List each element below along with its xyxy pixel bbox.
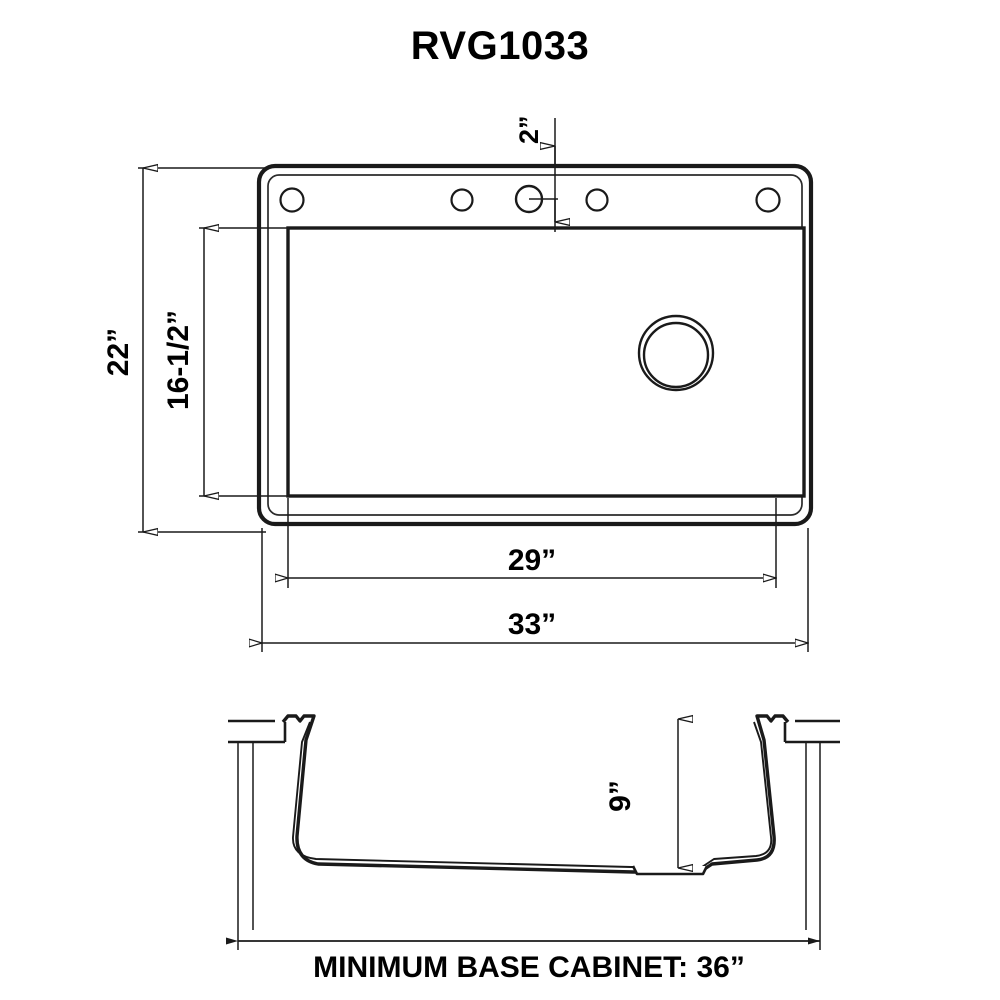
drain-recess-section xyxy=(631,865,709,876)
dimension-bowl-height: 16-1/2” xyxy=(162,228,290,496)
dimension-label-bowl-width: 29” xyxy=(508,544,556,577)
cross-section-group: 9” MINIMUM BASE CABINET: 36” xyxy=(226,714,840,984)
top-view-group: 2” 22” 16-1/2” xyxy=(102,115,814,652)
faucet-hole-5 xyxy=(755,187,781,213)
dimension-label-hole-offset: 2” xyxy=(514,115,544,144)
drain-inner-ring xyxy=(642,321,710,389)
dimension-overall-height: 22” xyxy=(102,168,266,532)
faucet-hole-4 xyxy=(585,188,609,212)
dimension-base-cabinet: MINIMUM BASE CABINET: 36” xyxy=(226,937,820,984)
sink-section-outer-profile xyxy=(281,714,790,874)
dimension-label-overall-width: 33” xyxy=(508,608,556,641)
sink-bowl-opening xyxy=(286,226,806,498)
dimension-label-overall-height: 22” xyxy=(102,328,135,376)
dimension-label-bowl-depth: 9” xyxy=(604,780,637,812)
dimension-hole-offset: 2” xyxy=(514,115,558,232)
dimension-label-base-cabinet: MINIMUM BASE CABINET: 36” xyxy=(313,951,745,984)
dimension-bowl-width: 29” xyxy=(288,498,776,588)
faucet-hole-2 xyxy=(450,188,474,212)
dimension-label-bowl-height: 16-1/2” xyxy=(162,310,195,410)
faucet-hole-1 xyxy=(279,187,305,213)
dimension-bowl-depth: 9” xyxy=(604,719,678,868)
page-title: RVG1033 xyxy=(410,24,590,68)
dimension-overall-width: 33” xyxy=(262,528,808,652)
